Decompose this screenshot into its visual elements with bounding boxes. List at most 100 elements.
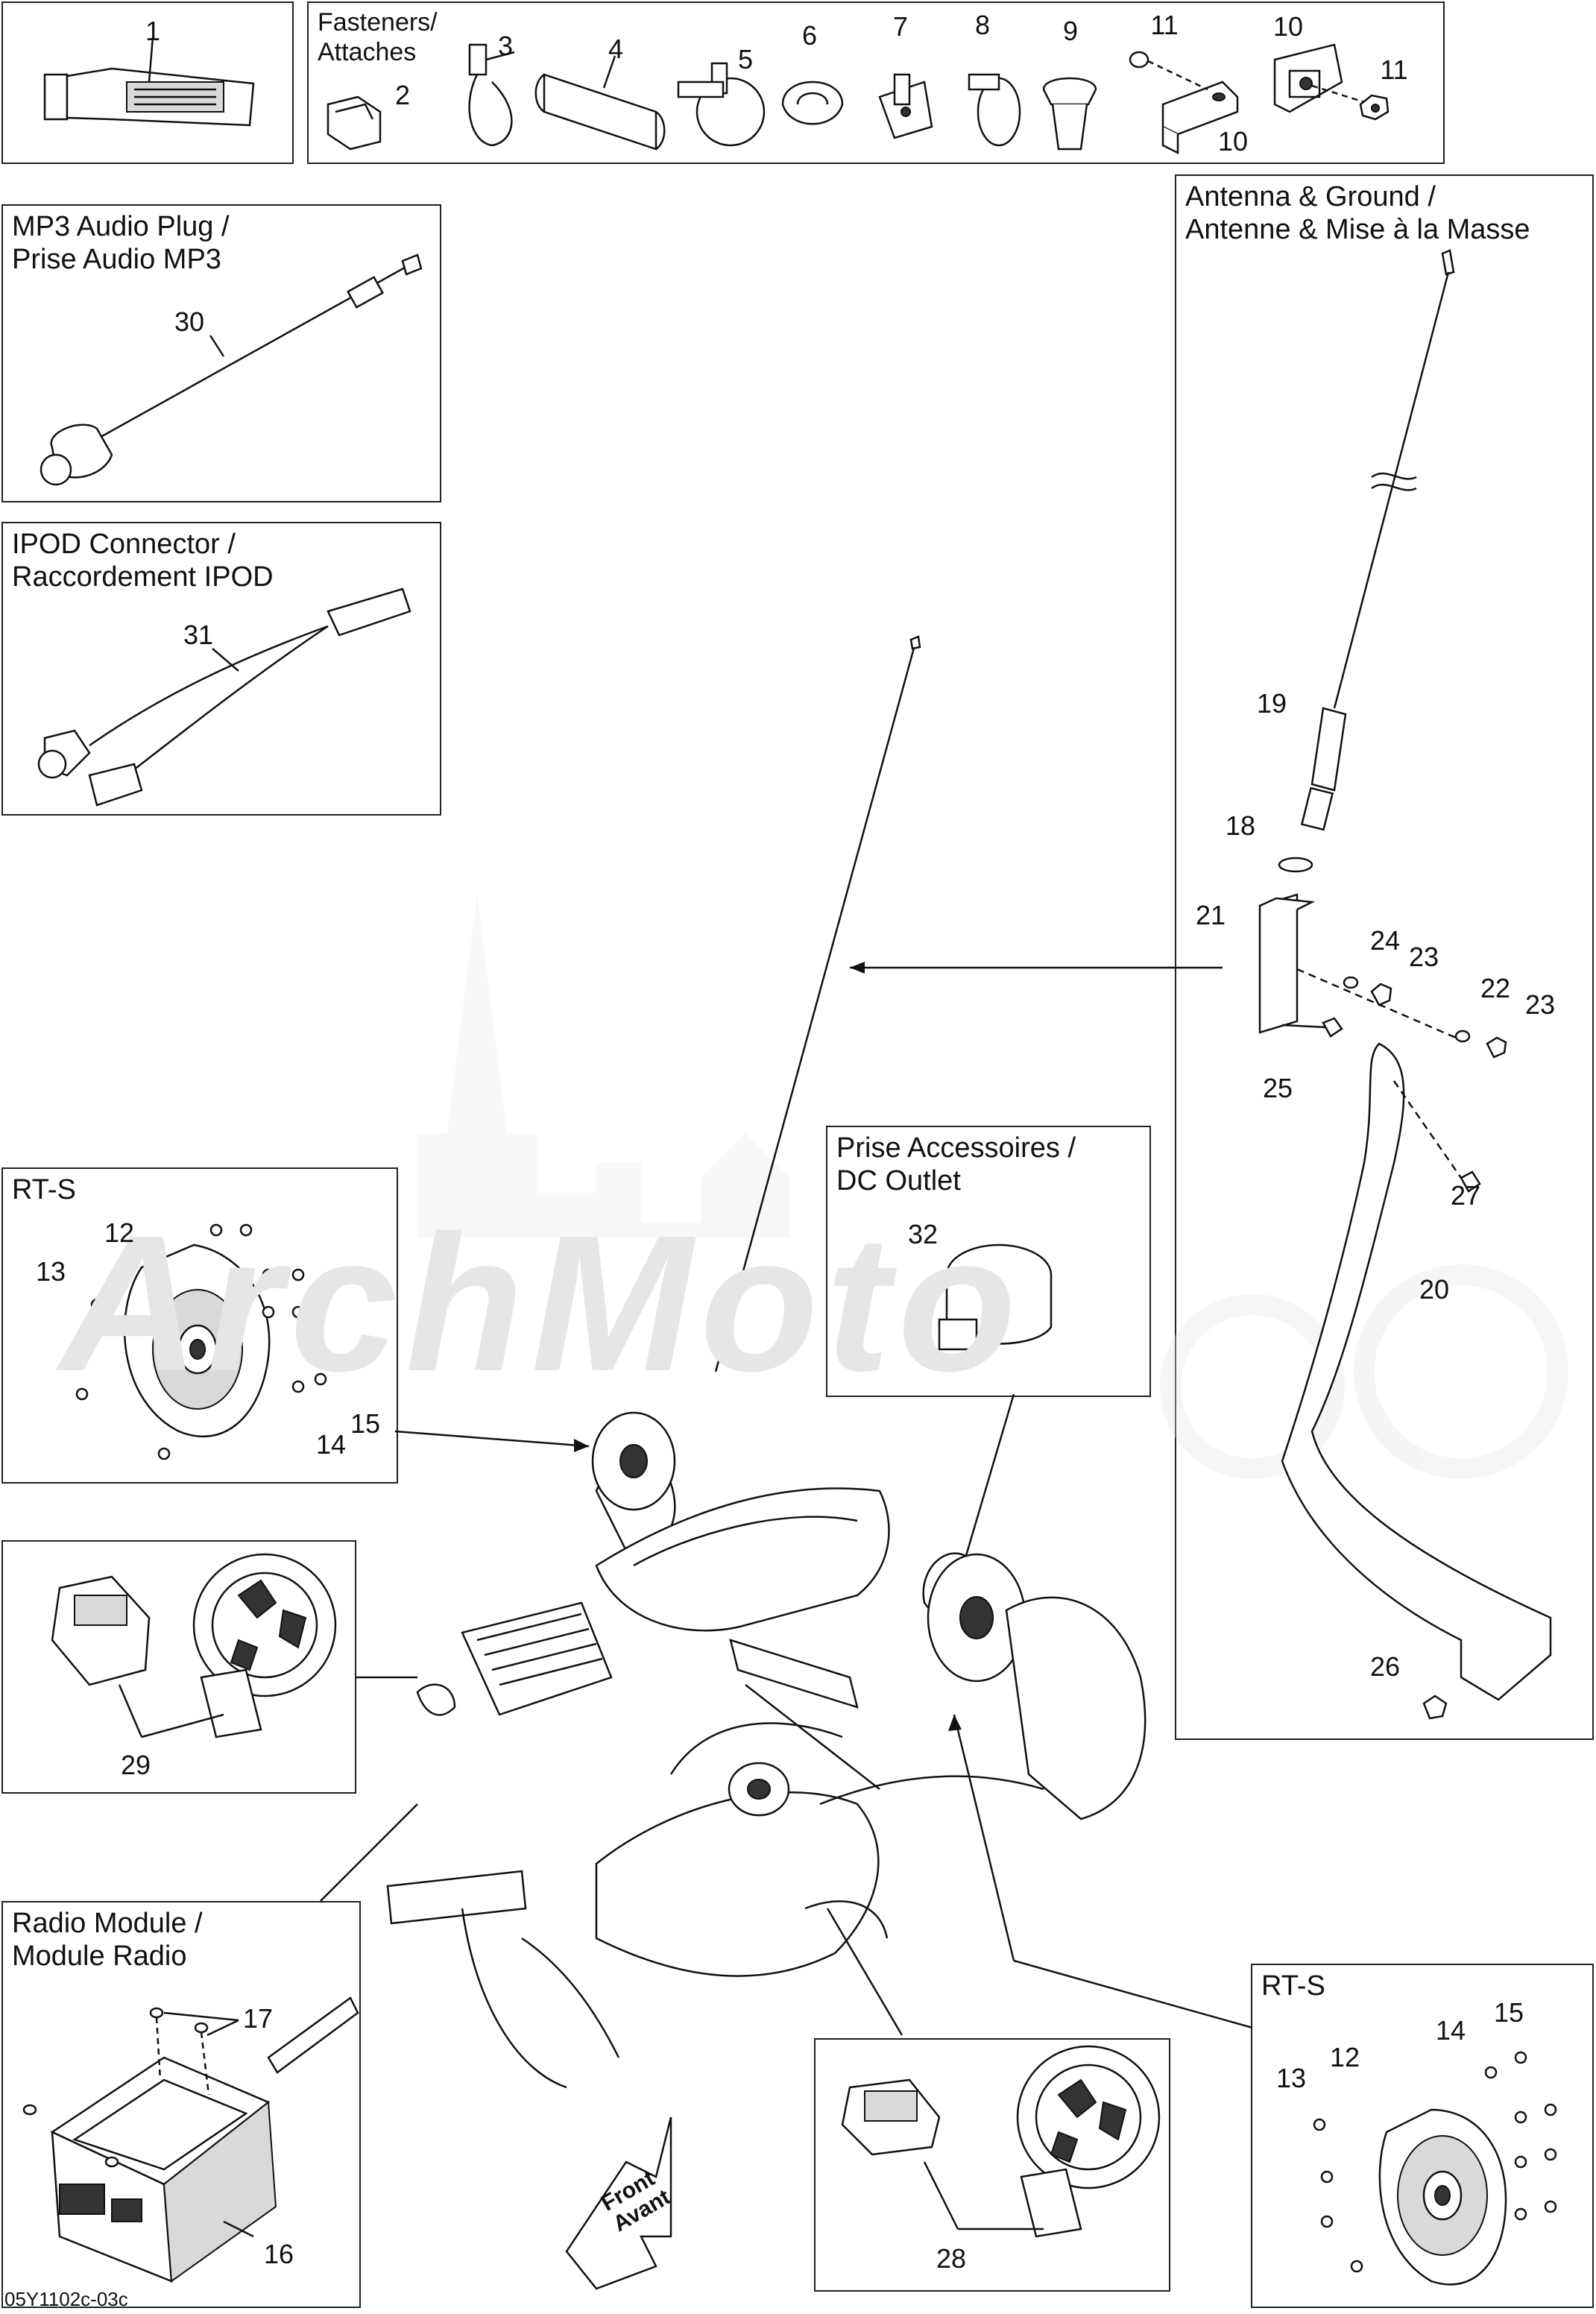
box-radio-module: Radio Module / Module Radio xyxy=(1,1901,361,2308)
leader-rts-right-b xyxy=(953,1714,1015,1961)
callout-31: 31 xyxy=(183,620,214,650)
nut-bracket-10a xyxy=(1161,81,1239,155)
box-antenna: Antenna & Ground / Antenne & Mise à la M… xyxy=(1175,174,1594,1740)
arrow-rts-right-head xyxy=(948,1715,962,1731)
callout-1: 1 xyxy=(145,16,161,46)
dc-outlet-icon xyxy=(938,1243,1053,1351)
callout-8: 8 xyxy=(974,10,991,40)
callout-5: 5 xyxy=(737,44,754,75)
speaker-icon-left xyxy=(75,1223,327,1460)
callout-4: 4 xyxy=(608,34,624,64)
callout-3: 3 xyxy=(497,31,514,61)
callout-15-right: 15 xyxy=(1493,1997,1524,2028)
ipod-cable-31 xyxy=(37,587,411,807)
central-harness-assembly xyxy=(386,635,1146,2089)
antenna-icon xyxy=(1258,249,1552,1720)
radio-module-icon xyxy=(22,1996,359,2283)
leader-29a xyxy=(118,1684,143,1738)
fastener-clip-2 xyxy=(327,95,382,151)
leader-17a xyxy=(163,2011,239,2022)
callout-20: 20 xyxy=(1419,1274,1450,1305)
box-speaker-grille-29 xyxy=(1,1540,356,1794)
speaker-grille-29 xyxy=(51,1553,337,1738)
callout-29: 29 xyxy=(120,1750,151,1780)
background-silhouette xyxy=(417,895,1568,1479)
callout-23a: 23 xyxy=(1408,942,1439,972)
leader-28a xyxy=(923,2161,959,2230)
edge-protector-4 xyxy=(534,73,666,151)
cable-clip-6 xyxy=(781,81,844,125)
arrow-rts-left-head xyxy=(574,1439,589,1452)
callout-6: 6 xyxy=(801,20,818,51)
leader-4 xyxy=(602,55,616,89)
callout-11a: 11 xyxy=(1150,10,1179,40)
grommet-9 xyxy=(1042,77,1097,151)
box-fasteners: Fasteners/ Attaches xyxy=(307,1,1445,164)
callout-15-left: 15 xyxy=(350,1408,381,1439)
callout-14-right: 14 xyxy=(1435,2015,1466,2046)
antenna-title: Antenna & Ground / Antenne & Mise à la M… xyxy=(1185,181,1530,245)
callout-32: 32 xyxy=(907,1219,939,1249)
front-arrow-icon xyxy=(565,2116,672,2290)
callout-25: 25 xyxy=(1262,1073,1293,1103)
leader-29b xyxy=(141,1713,224,1738)
callout-10b: 10 xyxy=(1272,11,1304,42)
callout-13-right: 13 xyxy=(1275,2063,1307,2093)
arrow-dc-outlet xyxy=(964,1393,1015,1559)
speaker-grille-28 xyxy=(841,2045,1161,2238)
leader-1 xyxy=(148,37,154,83)
callout-18: 18 xyxy=(1225,810,1256,841)
callout-26: 26 xyxy=(1369,1651,1401,1682)
sealant-tube-icon xyxy=(43,67,255,127)
box-dc-outlet: Prise Accessoires / DC Outlet xyxy=(826,1126,1151,1397)
leader-rts-right-a xyxy=(1013,1959,1253,2029)
fasteners-title: Fasteners/ Attaches xyxy=(318,8,438,66)
arrow-rts-left xyxy=(394,1430,590,1448)
watermark: ArchMoto xyxy=(60,1196,1024,1412)
callout-27: 27 xyxy=(1450,1180,1481,1211)
box-ipod: IPOD Connector / Raccordement IPOD xyxy=(1,522,441,816)
callout-13-left: 13 xyxy=(35,1256,66,1287)
ipod-title: IPOD Connector / Raccordement IPOD xyxy=(12,529,274,593)
nut-bracket-10b xyxy=(1273,43,1372,113)
callout-9: 9 xyxy=(1062,16,1079,46)
mp3-cable-30 xyxy=(40,253,423,486)
rts-right-title: RT-S xyxy=(1261,1970,1325,2002)
box-sealant xyxy=(1,1,294,164)
box-rts-right: RT-S xyxy=(1251,1964,1594,2308)
callout-11b: 11 xyxy=(1380,54,1408,85)
callout-12-left: 12 xyxy=(104,1217,135,1248)
cable-tie-3 xyxy=(468,43,515,147)
callout-24: 24 xyxy=(1369,925,1401,956)
box-mp3: MP3 Audio Plug / Prise Audio MP3 xyxy=(1,204,441,502)
callout-21: 21 xyxy=(1195,900,1226,930)
leader-radio-module xyxy=(320,1803,418,1902)
callout-22: 22 xyxy=(1480,973,1511,1003)
radio-module-title: Radio Module / Module Radio xyxy=(12,1908,203,1972)
speaker-icon-right xyxy=(1313,2051,1557,2286)
rts-left-title: RT-S xyxy=(12,1174,76,1205)
leader-28 xyxy=(826,1908,903,2036)
callout-14-left: 14 xyxy=(315,1429,347,1460)
cable-clamp-8 xyxy=(968,73,1021,147)
callout-19: 19 xyxy=(1256,688,1287,719)
callout-7: 7 xyxy=(892,11,909,42)
nut-11b xyxy=(1359,94,1390,121)
cable-clamp-5 xyxy=(677,62,766,147)
callout-23b: 23 xyxy=(1524,989,1556,1020)
callout-10a: 10 xyxy=(1217,126,1249,157)
box-speaker-grille-28 xyxy=(814,2038,1170,2292)
leader-16 xyxy=(223,2220,254,2238)
callout-12-right: 12 xyxy=(1329,2042,1360,2072)
callout-17: 17 xyxy=(242,2003,274,2034)
arrow-antenna-head xyxy=(850,962,865,974)
callout-2: 2 xyxy=(394,80,411,110)
callout-16: 16 xyxy=(263,2239,294,2269)
dc-outlet-title: Prise Accessoires / DC Outlet xyxy=(836,1132,1076,1197)
leader-17b xyxy=(206,2019,239,2037)
mp3-title: MP3 Audio Plug / Prise Audio MP3 xyxy=(12,211,230,275)
leader-31 xyxy=(212,648,239,672)
box-rts-left: RT-S xyxy=(1,1167,398,1484)
